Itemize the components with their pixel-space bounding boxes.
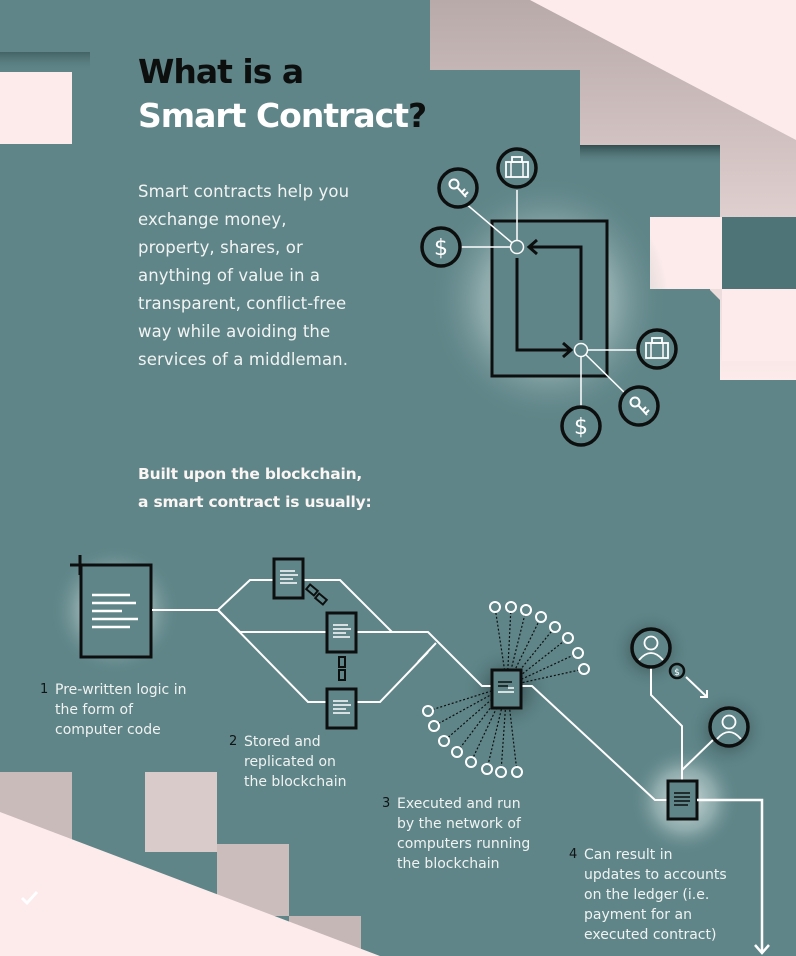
dollar-coin-icon: $ bbox=[668, 662, 686, 680]
intro-line: anything of value in a bbox=[138, 266, 321, 285]
intro-line: services of a middleman. bbox=[138, 350, 349, 369]
step-text-line: payment for an bbox=[584, 907, 692, 923]
step-number: 4 bbox=[569, 847, 578, 862]
block-document-icon bbox=[325, 611, 358, 654]
checkmark-icon bbox=[20, 890, 39, 906]
top-right-pink-shape bbox=[430, 0, 796, 380]
step-number: 1 bbox=[40, 682, 49, 697]
step-text-line: on the ledger (i.e. bbox=[584, 887, 710, 903]
step-text-line: by the network of bbox=[397, 816, 521, 832]
intro-line: Smart contracts help you bbox=[138, 182, 350, 201]
title-question-mark: ? bbox=[408, 96, 427, 135]
arrow-down-icon bbox=[754, 944, 770, 955]
block-document-icon bbox=[272, 557, 305, 600]
step-text-line: Pre-written logic in bbox=[55, 682, 187, 698]
step-number: 2 bbox=[229, 734, 238, 749]
process-diagram: $ bbox=[70, 555, 770, 955]
intro-line: transparent, conflict-free bbox=[138, 294, 347, 313]
exchange-diagram: $ $ bbox=[420, 147, 678, 447]
key-icon bbox=[437, 167, 479, 209]
section-subheading: Built upon the blockchain, a smart contr… bbox=[138, 460, 372, 516]
step-number: 3 bbox=[382, 796, 391, 811]
title-line-1: What is a bbox=[138, 52, 304, 91]
step-text-line: Stored and bbox=[244, 734, 321, 750]
step-3: 3 Executed and run by the network of com… bbox=[382, 794, 531, 874]
svg-text:$: $ bbox=[674, 668, 680, 678]
step-4: 4 Can result in updates to accounts on t… bbox=[569, 845, 727, 945]
block-document-icon bbox=[325, 687, 358, 730]
bottom-left-pink-shape bbox=[0, 772, 380, 956]
contract-box bbox=[490, 219, 609, 378]
dollar-icon: $ bbox=[420, 226, 462, 268]
chain-link-icon bbox=[304, 583, 329, 606]
key-icon bbox=[618, 385, 660, 427]
chain-link-icon bbox=[338, 656, 346, 681]
left-pink-block bbox=[0, 72, 72, 144]
title-main: Smart Contract bbox=[138, 96, 409, 135]
ledger-document-icon bbox=[666, 779, 699, 821]
step-text-line: updates to accounts bbox=[584, 867, 727, 883]
step-1: 1 Pre-written logic in the form of compu… bbox=[40, 680, 187, 740]
user-avatar-icon bbox=[630, 627, 672, 669]
step-text-line: replicated on bbox=[244, 754, 336, 770]
dollar-icon: $ bbox=[560, 405, 602, 447]
intro-line: way while avoiding the bbox=[138, 322, 331, 341]
step-text-line: computers running bbox=[397, 836, 531, 852]
step-2: 2 Stored and replicated on the blockchai… bbox=[229, 732, 347, 792]
step-text-line: Executed and run bbox=[397, 796, 521, 812]
step-text-line: the blockchain bbox=[397, 856, 500, 872]
intro-line: exchange money, bbox=[138, 210, 287, 229]
subheading-line: Built upon the blockchain, bbox=[138, 465, 363, 483]
svg-text:$: $ bbox=[434, 236, 448, 261]
intro-line: property, shares, or bbox=[138, 238, 303, 257]
step-text-line: computer code bbox=[55, 722, 161, 738]
briefcase-icon bbox=[496, 147, 538, 189]
intro-paragraph: Smart contracts help you exchange money,… bbox=[138, 178, 388, 374]
step-text-line: the blockchain bbox=[244, 774, 347, 790]
code-document-icon bbox=[70, 555, 153, 659]
subheading-line: a smart contract is usually: bbox=[138, 493, 372, 511]
briefcase-icon bbox=[636, 328, 678, 370]
step-text-line: Can result in bbox=[584, 847, 673, 863]
svg-text:$: $ bbox=[574, 415, 588, 440]
step-text-line: executed contract) bbox=[584, 927, 717, 943]
user-avatar-icon bbox=[708, 706, 750, 748]
executing-document-icon bbox=[490, 668, 523, 710]
step-text-line: the form of bbox=[55, 702, 134, 718]
title-line-2: Smart Contract? bbox=[138, 96, 427, 136]
